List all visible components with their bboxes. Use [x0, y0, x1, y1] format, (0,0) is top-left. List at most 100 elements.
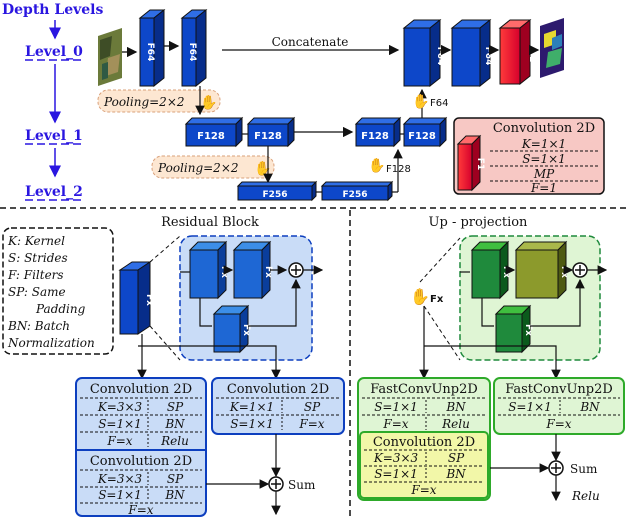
- svg-text:S=1×1: S=1×1: [374, 400, 418, 414]
- svg-text:Pooling=2×2: Pooling=2×2: [157, 161, 239, 175]
- svg-text:F128: F128: [386, 164, 411, 175]
- encoder-level-0: F64 F64: [138, 8, 208, 88]
- svg-text:F1: F1: [475, 158, 485, 170]
- upprojection-level-1: ✋ F128: [368, 157, 411, 175]
- residual-conv-c: Convolution 2D K=1×1 SP S=1×1 F=x: [211, 377, 345, 435]
- residual-conv-b: Convolution 2D K=3×3 SP S=1×1 BN F=x: [76, 449, 206, 517]
- svg-text:F128: F128: [408, 131, 436, 142]
- svg-text:F=1: F=1: [530, 181, 557, 195]
- svg-text:F64: F64: [430, 98, 448, 109]
- svg-text:F256: F256: [343, 190, 368, 200]
- level-0-label: Level_0: [25, 44, 83, 60]
- upprojection-hand-icon: ✋: [412, 93, 429, 110]
- svg-text:Fx: Fx: [559, 266, 569, 278]
- encoder-level-1: F128 F128: [184, 116, 296, 148]
- residual-fx-3: Fx: [212, 304, 251, 354]
- svg-text:F=x: F=x: [545, 417, 571, 431]
- upprojection-fastconv-b: FastConvUnp2D S=1×1 BN F=x: [493, 377, 625, 435]
- encoder-block-f256-2: F256: [320, 180, 394, 202]
- svg-text:BN: BN: [445, 467, 466, 481]
- svg-text:K=3×3: K=3×3: [97, 400, 143, 414]
- svg-text:BN: BN: [164, 417, 185, 431]
- svg-text:F: Filters: F: Filters: [7, 268, 64, 282]
- svg-text:Fx: Fx: [430, 294, 444, 305]
- conv-legend: Convolution 2D F1 K=1×1 S=1×1 MP F=1: [453, 117, 605, 195]
- upprojection-input: ✋ Fx: [410, 287, 444, 306]
- level-1-label: Level_1: [25, 128, 83, 144]
- encoder-block-f256-1: F256: [236, 180, 318, 202]
- pooling-hand-icon: ✋: [254, 160, 271, 177]
- upprojection-fx-3: Fx: [494, 304, 533, 354]
- residual-inner-panel: Fx Fx Fx: [179, 235, 324, 361]
- upprojection-hand-icon: ✋: [410, 287, 430, 306]
- upprojection-fx-1: Fx: [470, 240, 511, 300]
- svg-text:FastConvUnp2D: FastConvUnp2D: [370, 382, 478, 397]
- svg-text:F64: F64: [145, 43, 155, 62]
- residual-sum-label: Sum: [288, 478, 316, 492]
- concatenate-label: Concatenate: [272, 35, 349, 49]
- svg-text:Convolution 2D: Convolution 2D: [373, 435, 475, 450]
- svg-text:BN: BN: [164, 488, 185, 502]
- pooling-1: Pooling=2×2 ✋: [151, 155, 275, 179]
- svg-text:MP: MP: [533, 167, 555, 181]
- svg-text:Pooling=2×2: Pooling=2×2: [103, 95, 185, 109]
- svg-text:Relu: Relu: [441, 417, 470, 431]
- svg-text:K: Kernel: K: Kernel: [7, 234, 65, 248]
- upprojection-fx-2: Fx: [514, 240, 569, 300]
- svg-text:K=3×3: K=3×3: [97, 472, 143, 486]
- svg-text:BN: BN: [579, 400, 600, 414]
- upprojection-inner-panel: Fx Fx Fx: [459, 235, 608, 361]
- svg-text:S=1×1: S=1×1: [230, 417, 274, 431]
- level-2-label: Level_2: [25, 184, 83, 200]
- upprojection-title: Up - projection: [429, 215, 529, 230]
- svg-text:SP: SP: [167, 400, 184, 414]
- svg-text:F=x: F=x: [382, 417, 408, 431]
- svg-text:S=1×1: S=1×1: [374, 467, 418, 481]
- conv-legend-title: Convolution 2D: [493, 121, 595, 136]
- abbreviations-box: K: Kernel S: Strides F: Filters SP: Same…: [2, 227, 114, 355]
- svg-text:F=x: F=x: [298, 417, 324, 431]
- decoder-level-0: F64 F64 F1: [402, 18, 540, 88]
- upprojection-relu-label: Relu: [571, 489, 600, 503]
- svg-text:Convolution 2D: Convolution 2D: [227, 382, 329, 397]
- encoder-level-2: F256 F256: [236, 180, 394, 202]
- decoder-level-1: F128 F128: [354, 116, 448, 148]
- residual-input-block: Fx: [118, 261, 154, 335]
- svg-text:Padding: Padding: [35, 302, 86, 316]
- encoder-block-f64-1: F64: [138, 8, 166, 88]
- svg-text:F=x: F=x: [410, 483, 436, 497]
- encoder-block-f128-1: F128: [184, 116, 244, 148]
- upprojection-hand-icon: ✋: [368, 157, 385, 174]
- svg-text:F256: F256: [263, 190, 288, 200]
- svg-text:Fx: Fx: [144, 294, 154, 306]
- svg-text:F128: F128: [254, 131, 282, 142]
- input-image: [98, 28, 122, 86]
- svg-text:S=1×1: S=1×1: [98, 417, 142, 431]
- svg-text:K=1×1: K=1×1: [521, 137, 566, 151]
- svg-text:SP: SP: [304, 400, 321, 414]
- svg-text:Fx: Fx: [501, 266, 511, 278]
- upprojection-level-0: ✋ F64: [412, 93, 448, 110]
- svg-text:FastConvUnp2D: FastConvUnp2D: [505, 382, 613, 397]
- svg-text:BN: Batch: BN: Batch: [7, 319, 70, 333]
- decoder-block-f128-2: F128: [402, 116, 448, 148]
- svg-text:F=x: F=x: [106, 434, 132, 448]
- residual-conv-a: Convolution 2D K=3×3 SP S=1×1 BN F=x Rel…: [75, 377, 207, 517]
- svg-text:Convolution 2D: Convolution 2D: [90, 454, 192, 469]
- residual-fx-1: Fx: [188, 240, 229, 300]
- decoder-block-f64-1: F64: [402, 18, 445, 88]
- svg-text:Relu: Relu: [160, 434, 189, 448]
- svg-text:SP: SP: [448, 451, 465, 465]
- encoder-block-f128-2: F128: [246, 116, 296, 148]
- svg-text:K=3×3: K=3×3: [373, 451, 419, 465]
- decoder-final-block: F1: [498, 18, 537, 86]
- pooling-hand-icon: ✋: [200, 94, 217, 111]
- decoder-block-f128-1: F128: [354, 116, 402, 148]
- output-depth-map: [540, 18, 564, 78]
- encoder-block-f64-2: F64: [180, 8, 208, 88]
- svg-text:S: Strides: S: Strides: [8, 251, 68, 265]
- svg-text:S=1×1: S=1×1: [522, 152, 566, 166]
- svg-text:BN: BN: [445, 400, 466, 414]
- svg-text:Fx: Fx: [241, 324, 251, 336]
